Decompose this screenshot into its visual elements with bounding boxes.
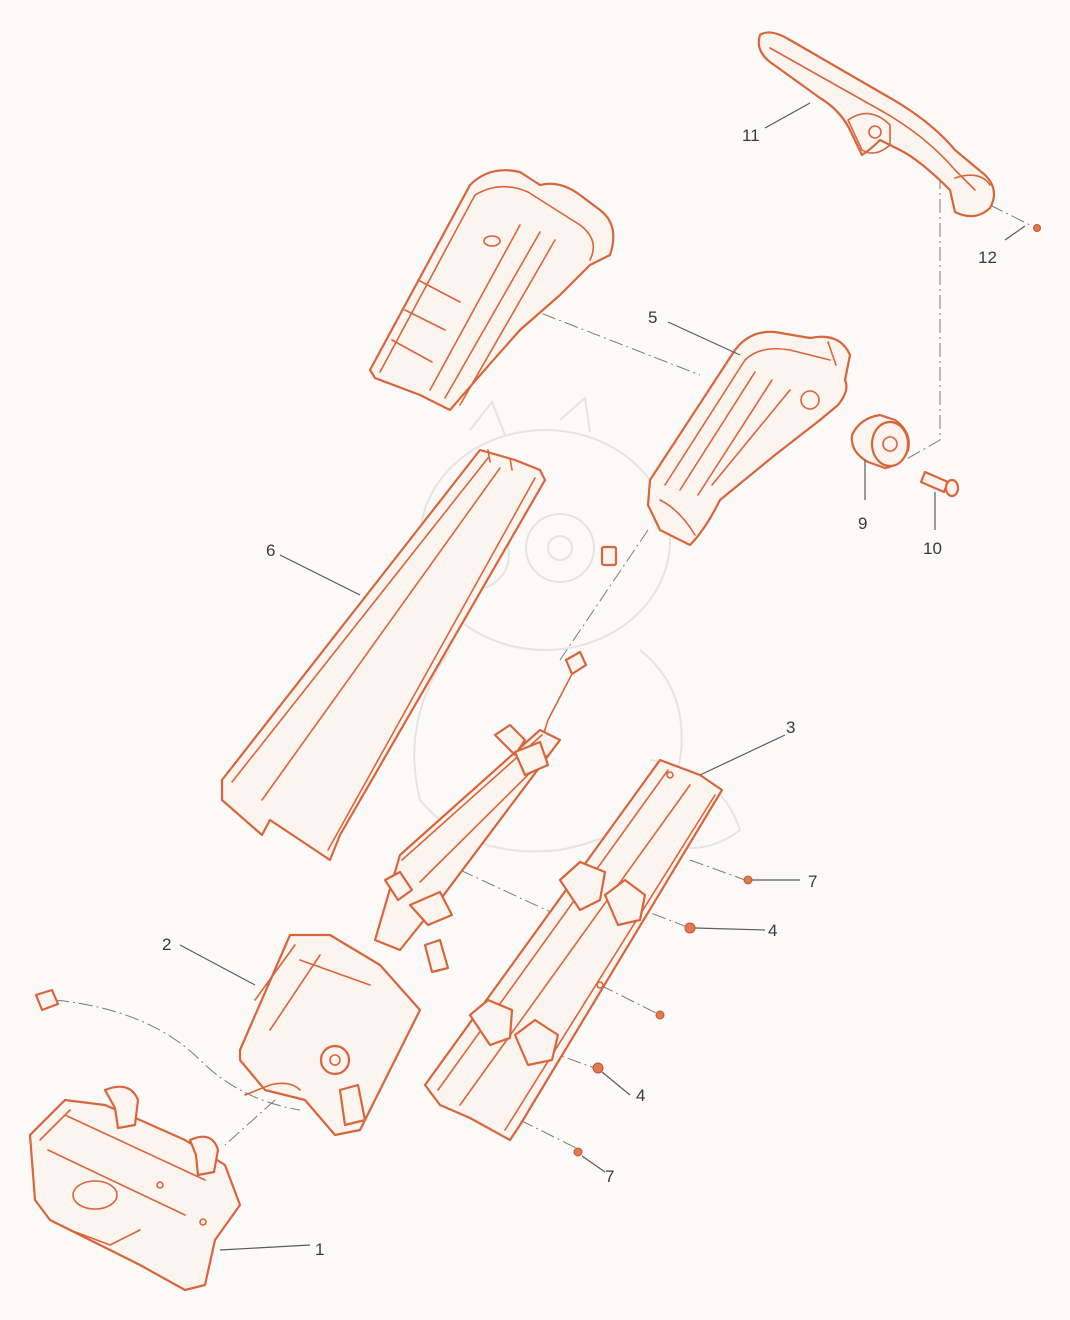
- callout-3: 3: [786, 718, 795, 737]
- part-10-bolt: [919, 470, 960, 498]
- callout-4-upper: 4: [768, 921, 777, 940]
- callout-4-lower: 4: [636, 1086, 645, 1105]
- part-1-base: [28, 1085, 242, 1292]
- part-2-frame: [238, 723, 562, 1137]
- callout-5: 5: [648, 308, 657, 327]
- top-cover: [368, 169, 615, 412]
- cable-plug: [34, 988, 60, 1012]
- part-9-roller: [850, 413, 910, 470]
- part-5-head-bracket: [646, 330, 852, 547]
- callout-10: 10: [923, 539, 942, 558]
- part-3-rail: [423, 758, 724, 1142]
- callout-6: 6: [266, 541, 275, 560]
- fasteners: [573, 875, 753, 1157]
- part-11-handle: [757, 31, 996, 218]
- callout-12: 12: [978, 248, 997, 267]
- callout-1: 1: [315, 1240, 324, 1259]
- callout-9: 9: [858, 514, 867, 533]
- leader-lines: [179, 102, 1026, 1251]
- part-12-screw: [1033, 224, 1041, 232]
- part-6-cover: [220, 448, 547, 862]
- callout-7-lower: 7: [605, 1167, 614, 1186]
- callout-labels: 1 2 3 4 4 5 6 7 7 9 10 11 12: [162, 126, 997, 1259]
- callout-11: 11: [742, 126, 760, 145]
- callout-7-upper: 7: [808, 872, 817, 891]
- cable-connector: [539, 545, 618, 746]
- callout-2: 2: [162, 935, 171, 954]
